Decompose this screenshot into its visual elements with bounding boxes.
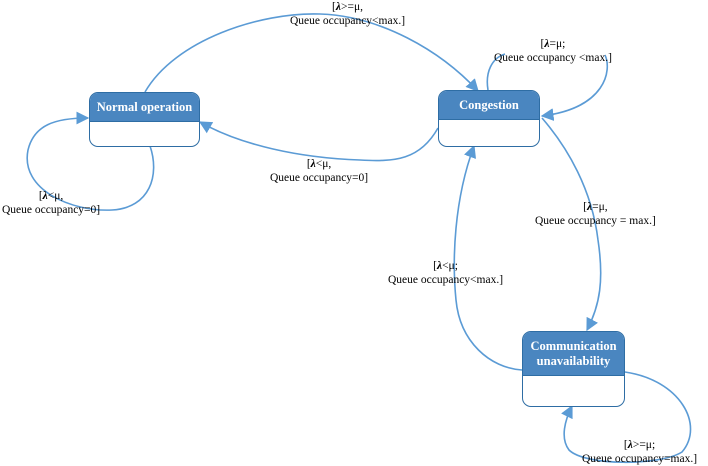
guard-text: =μ,	[592, 201, 608, 213]
state-congestion[interactable]: Congestion	[438, 90, 540, 147]
lambda-symbol: λ	[544, 38, 550, 50]
guard-text: Queue occupancy=max.]	[582, 453, 698, 465]
edge-congestion-to-comm	[541, 117, 602, 332]
guard-text: Queue occupancy=0]	[2, 204, 101, 216]
label-normal-self: [λ<μ, Queue occupancy=0]	[2, 190, 101, 216]
guard-text: >=μ;	[632, 439, 656, 451]
label-congestion-to-normal: [λ<μ, Queue occupancy=0]	[270, 158, 369, 184]
edge-congestion-to-normal	[198, 121, 439, 162]
guard-text: <μ,	[315, 158, 332, 170]
lambda-symbol: λ	[627, 439, 633, 451]
state-title: Communication unavailability	[523, 332, 624, 376]
edge-congestion-self-loop	[486, 53, 609, 116]
state-title: Normal operation	[90, 93, 199, 122]
state-title: Congestion	[439, 91, 539, 120]
label-congestion-self: [λ=μ; Queue occupancy <max.]	[494, 38, 612, 64]
guard-text: Queue occupancy <max.]	[494, 52, 612, 64]
state-communication-unavailability[interactable]: Communication unavailability	[522, 331, 625, 407]
edge-comm-to-congestion	[453, 144, 523, 371]
lambda-symbol: λ	[436, 260, 443, 272]
guard-text: <μ;	[442, 260, 458, 272]
guard-text: Queue occupancy = max.]	[535, 215, 656, 227]
edge-normal-self-loop	[26, 111, 155, 211]
guard-text: Queue occupancy<max.]	[388, 274, 504, 286]
label-congestion-to-comm: [λ=μ, Queue occupancy = max.]	[535, 201, 656, 227]
guard-text: =μ;	[549, 38, 566, 50]
guard-text: <μ,	[47, 190, 64, 202]
guard-text: >=μ,	[340, 1, 363, 13]
lambda-symbol: λ	[335, 1, 341, 13]
label-comm-self: [λ>=μ; Queue occupancy=max.]	[582, 439, 698, 465]
edge-comm-self-loop	[561, 371, 692, 464]
state-normal-operation[interactable]: Normal operation	[89, 92, 200, 147]
label-comm-to-congestion: [λ<μ; Queue occupancy<max.]	[388, 260, 504, 286]
edge-normal-to-congestion	[144, 13, 479, 93]
guard-text: Queue occupancy<max.]	[290, 15, 406, 27]
lambda-symbol: λ	[310, 158, 316, 170]
lambda-symbol: λ	[42, 190, 48, 202]
guard-text: Queue occupancy=0]	[270, 172, 369, 184]
lambda-symbol: λ	[587, 201, 593, 213]
label-normal-to-congestion: [λ>=μ, Queue occupancy<max.]	[290, 1, 406, 27]
